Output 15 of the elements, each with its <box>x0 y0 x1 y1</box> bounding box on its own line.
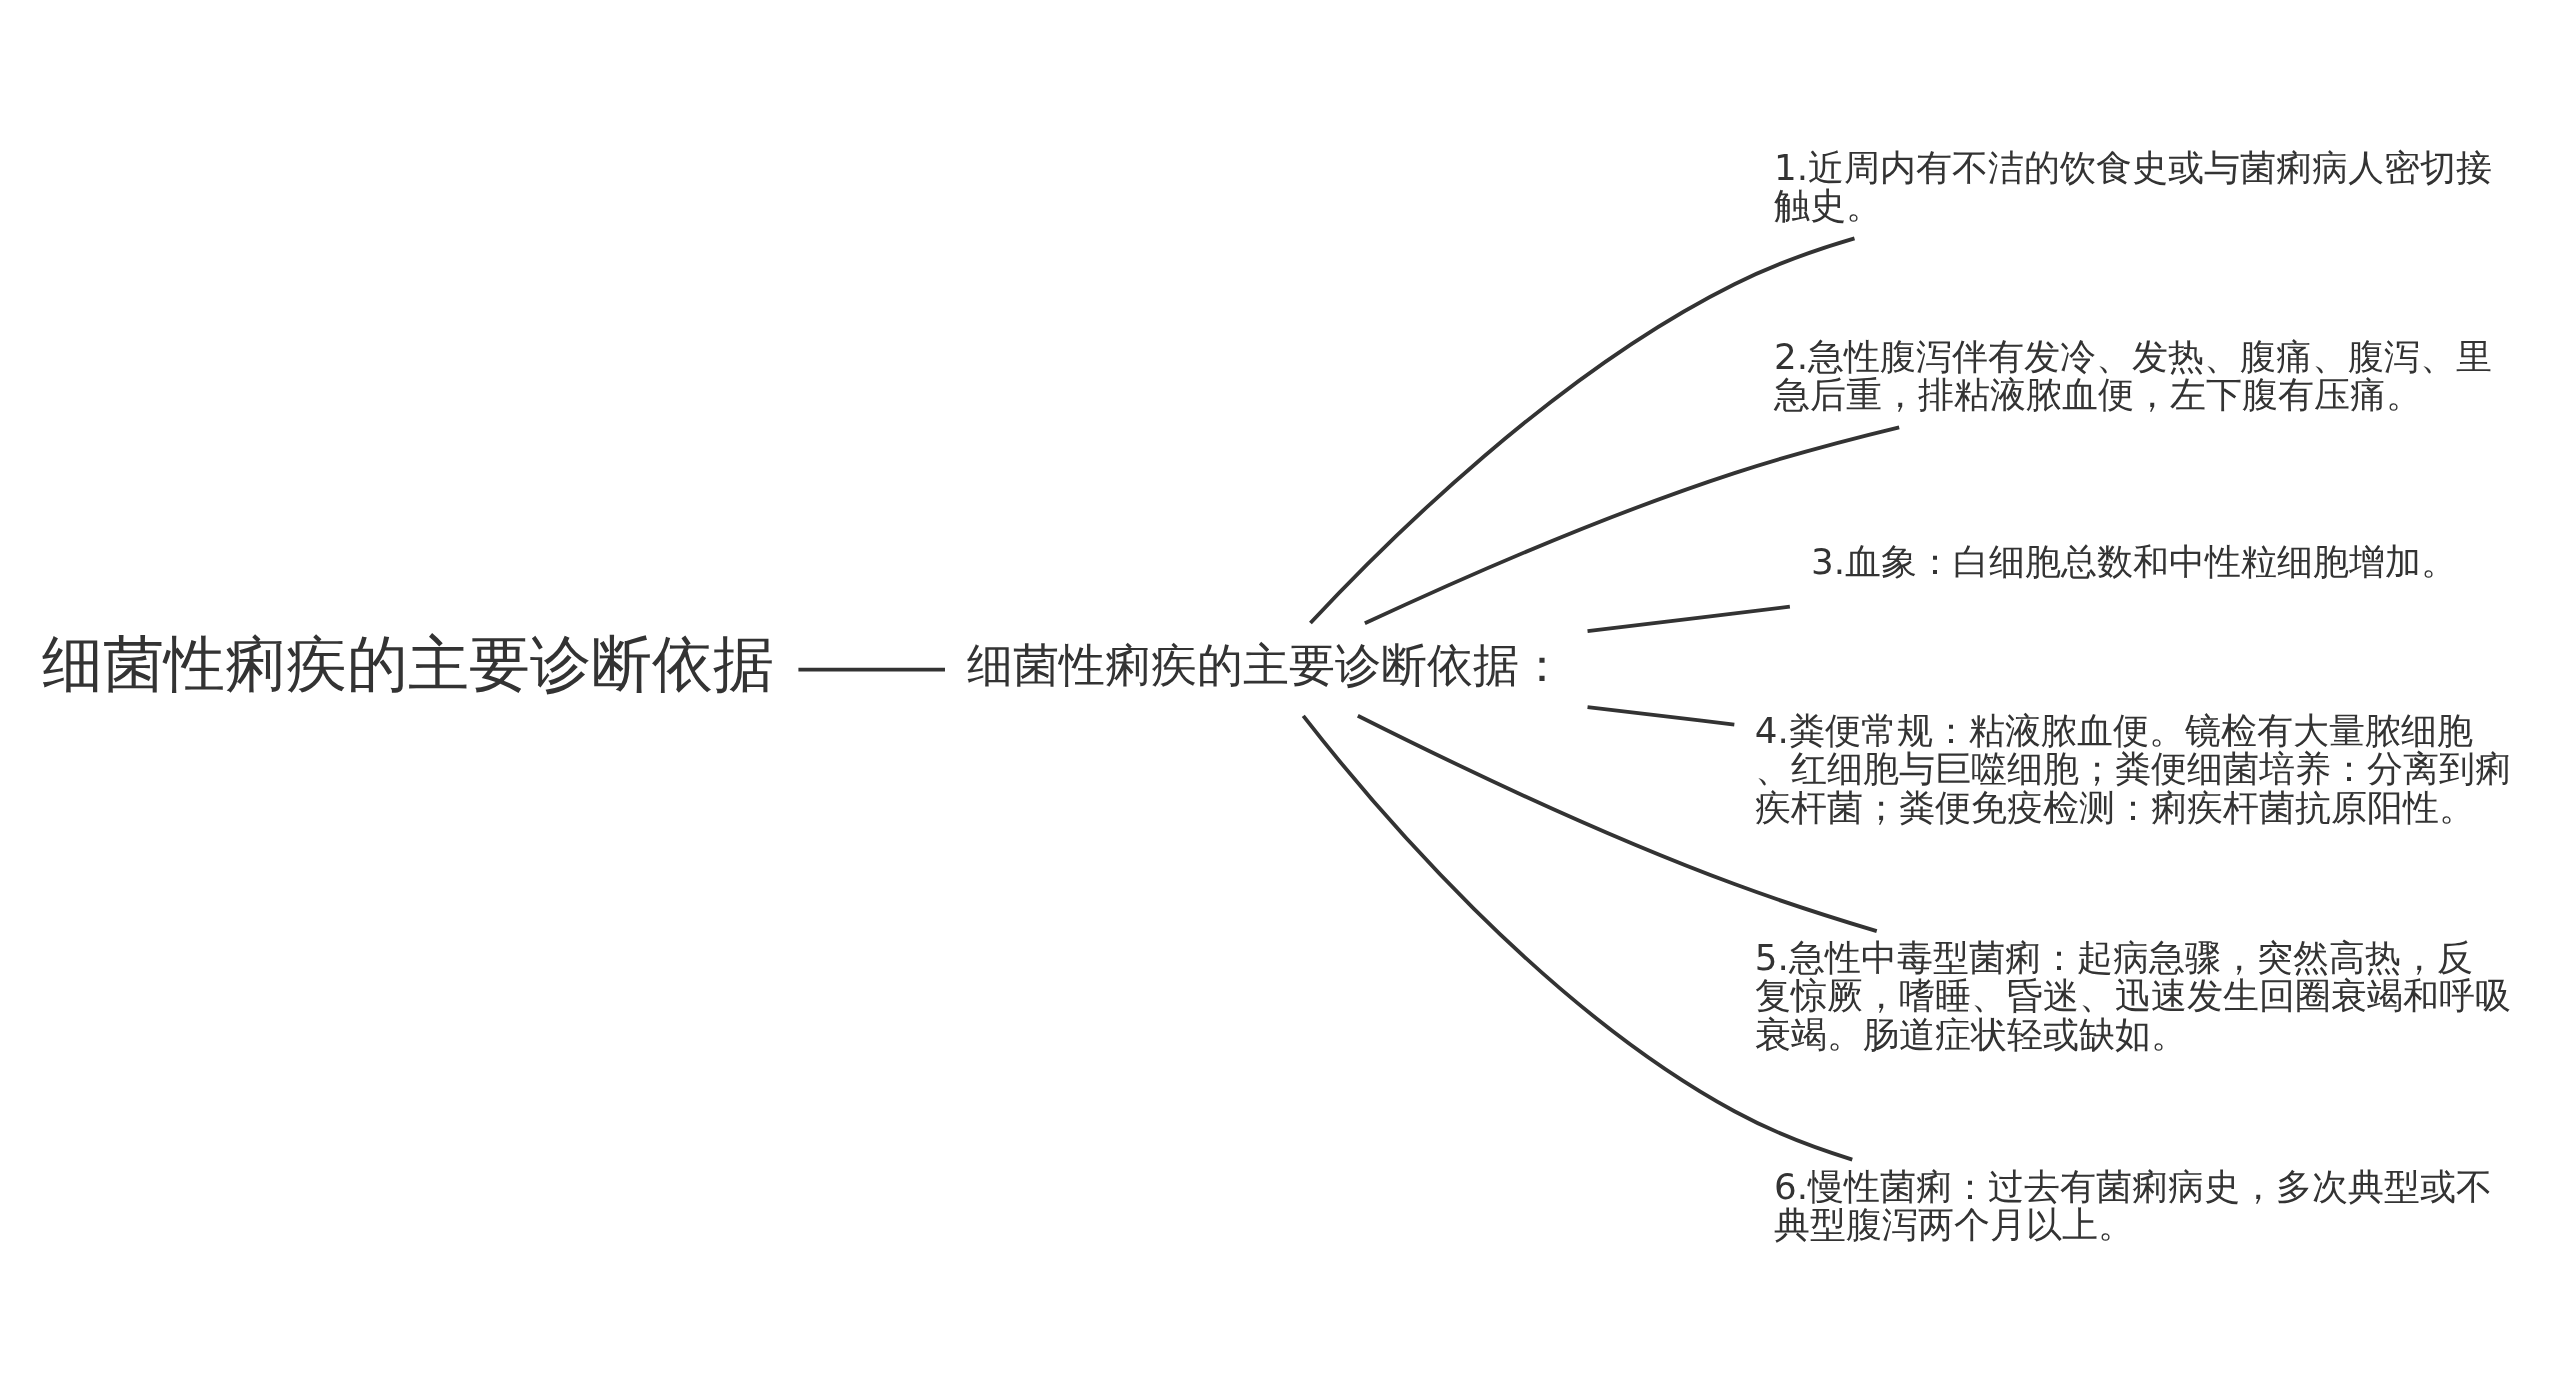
connector <box>798 667 945 672</box>
node-text: 1.近周内有不洁的饮食史或与菌痢病人密切接触史。 <box>1773 146 2493 226</box>
node-text: 4.粪便常规：粘液脓血便。镜检有大量脓细胞、红细胞与巨噬细胞；粪便细菌培养：分离到痢疾杆菌；粪便免疫检测：痢疾杆菌抗原阳性。 <box>1754 709 2511 827</box>
connector <box>1357 713 1878 933</box>
connector <box>1301 714 1853 1161</box>
node-text: 5.急性中毒型菌痢：起病急骤，突然高热，反复惊厥，嗜睡、昏迷、迅速发生回圈衰竭和呼吸衰竭。肠道症状轻或缺如。 <box>1754 936 2511 1055</box>
node-text: 细菌性痢疾的主要诊断依据： <box>966 637 1565 692</box>
connector <box>1364 424 1900 625</box>
node-text: 细菌性痢疾的主要诊断依据 <box>42 627 775 699</box>
connector <box>1587 704 1735 726</box>
connector <box>1587 604 1791 633</box>
connector <box>1309 236 1856 624</box>
node-text: 6.慢性菌痢：过去有菌痢病史，多次典型或不典型腹泻两个月以上。 <box>1773 1165 2493 1245</box>
node-text: 3.血象：白细胞总数和中性粒细胞增加。 <box>1810 540 2458 582</box>
node-text: 2.急性腹泻伴有发冷、发热、腹痛、腹泻、里急后重，排粘液脓血便，左下腹有压痛。 <box>1773 335 2493 415</box>
